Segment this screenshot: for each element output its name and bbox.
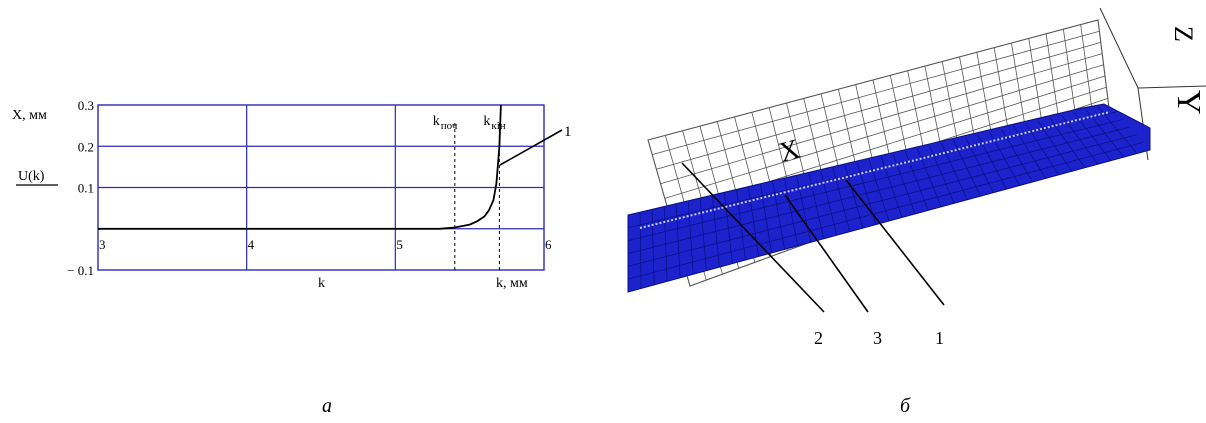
panel-a-plot: 3 4 5 6 0.3 0.2 0.1 − 0.1 X, мм U(k) k k, мм k… <box>12 98 572 417</box>
panel-b-caption: б <box>900 395 911 417</box>
y-tick-labels: 0.3 0.2 0.1 − 0.1 <box>67 98 94 278</box>
blue-surface-mesh-line <box>627 118 1124 242</box>
x-tick-label: 5 <box>396 237 403 252</box>
horizontal-gridlines <box>98 145 544 230</box>
grid-plane-line <box>660 53 1103 185</box>
y-axis-units-label: X, мм <box>12 108 47 123</box>
y-tick-label: 0.3 <box>78 98 94 113</box>
callout-line-1 <box>845 179 945 306</box>
blue-surface-body <box>627 103 1151 293</box>
y-tick-label: 0.1 <box>78 181 94 196</box>
x-tick-label: 3 <box>99 237 106 252</box>
x-tick-label: 4 <box>248 237 255 252</box>
blue-surface-mesh-line <box>627 134 1137 267</box>
blue-surface <box>627 103 1151 293</box>
axis-box-line <box>1099 7 1139 89</box>
grid-plane-line <box>652 30 1100 155</box>
x-axis-func-label: k <box>318 276 325 291</box>
callout-2-label: 2 <box>814 328 823 348</box>
grid-plane-line <box>664 64 1104 199</box>
marker-label: k <box>433 114 440 129</box>
x-tick-labels: 3 4 5 6 <box>99 237 552 252</box>
marker-label-subscript: поч <box>441 120 458 132</box>
callout-3-label: 3 <box>873 328 882 348</box>
grid-plane-line <box>656 42 1101 170</box>
marker-label-subscript: кін <box>491 120 505 132</box>
callout-1-label: 1 <box>935 328 944 348</box>
x-axis-units-label: k, мм <box>496 276 528 291</box>
blue-surface-mesh-line <box>627 111 1117 229</box>
blue-surface-mesh-line <box>627 141 1144 280</box>
blue-surface-mesh-line <box>627 126 1131 254</box>
panel-b-3d-model: X Y Z 2 3 1 б <box>627 7 1206 417</box>
blue-surface-highlight <box>639 111 1111 229</box>
y-tick-label: 0.2 <box>78 139 94 154</box>
y-tick-label: − 0.1 <box>67 263 94 278</box>
callout-line-3 <box>784 194 869 313</box>
marker-lines <box>454 123 500 270</box>
y-axis-func-label: U(k) <box>18 169 45 184</box>
axis-label-z: Z <box>1169 26 1198 42</box>
marker-label: k <box>483 114 490 129</box>
callout-line <box>499 129 563 166</box>
callout-label: 1 <box>564 124 572 140</box>
panel-a-caption: а <box>322 395 332 417</box>
x-tick-label: 6 <box>545 237 552 252</box>
callout-line-2 <box>681 162 825 313</box>
series-line <box>98 104 502 230</box>
blue-surface-lines <box>627 106 1144 289</box>
axis-box-line <box>1137 85 1206 89</box>
axis-label-y: Y <box>1170 90 1206 115</box>
